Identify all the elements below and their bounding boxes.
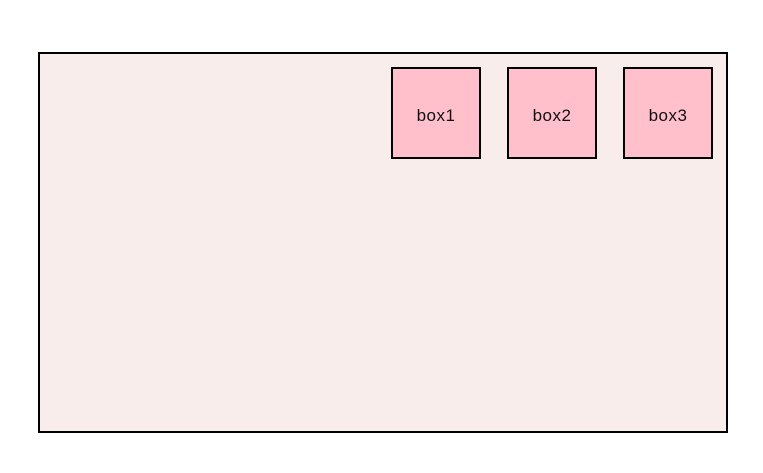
box-2-label: box2 bbox=[532, 106, 572, 125]
box-2: box2 bbox=[507, 67, 597, 159]
main-container: box1 box2 box3 bbox=[38, 52, 728, 433]
box-3: box3 bbox=[623, 67, 713, 159]
box-1-label: box1 bbox=[416, 106, 456, 125]
box-3-label: box3 bbox=[648, 106, 688, 125]
box-1: box1 bbox=[391, 67, 481, 159]
